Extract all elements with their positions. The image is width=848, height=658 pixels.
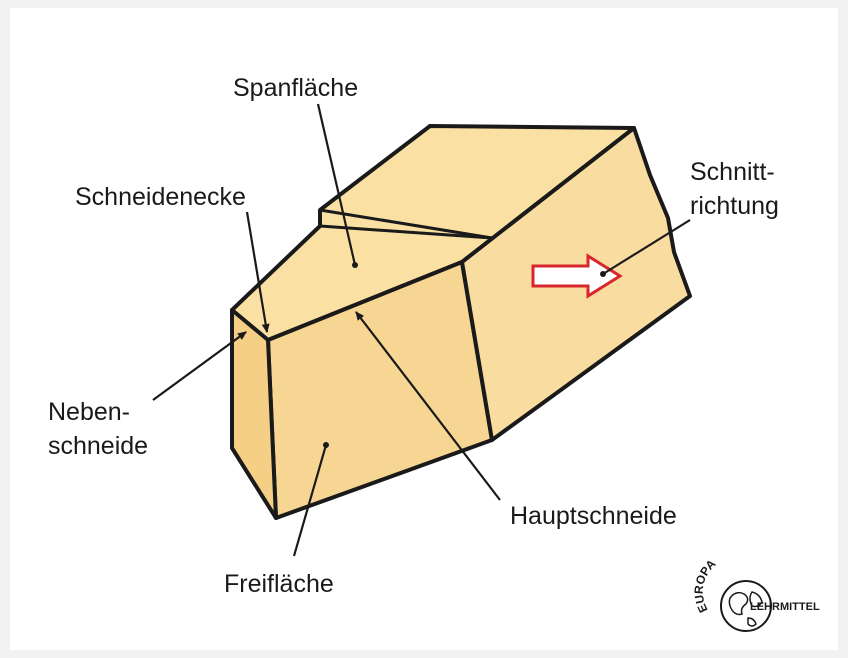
- label-schneidenecke: Schneidenecke: [75, 183, 246, 211]
- leader-spanflaeche: [316, 103, 357, 266]
- label-schnittrichtung-1: Schnitt-: [690, 158, 775, 186]
- dot-spanflaeche: [352, 262, 358, 268]
- label-schnittrichtung-2: richtung: [690, 192, 779, 220]
- tool-body: [230, 124, 692, 520]
- label-spanflaeche: Spanfläche: [233, 74, 358, 102]
- chip-breaker: [318, 208, 493, 240]
- leader-freiflaeche: [292, 444, 328, 557]
- label-freiflaeche: Freifläche: [224, 570, 334, 598]
- leader-dots: [323, 262, 606, 448]
- leader-nebenschneide: [152, 331, 247, 401]
- logo-bottom-text: LEHRMITTEL: [750, 601, 820, 613]
- dot-freiflaeche: [323, 442, 329, 448]
- dot-schnittrichtung: [600, 271, 606, 277]
- leader-hauptschneide: [355, 311, 501, 501]
- aux-flank-face: [230, 308, 278, 520]
- leader-schnittrichtung: [602, 219, 691, 275]
- cutting-direction-arrow: [531, 253, 623, 299]
- globe-icon: [720, 580, 772, 632]
- globe-continents: [728, 591, 763, 627]
- europa-lehrmittel-logo: EUROPA LEHRMITTEL: [692, 556, 820, 632]
- logo-top-text: EUROPA: [692, 556, 719, 615]
- diagram-canvas: Spanfläche Schneidenecke Schnitt- richtu…: [10, 8, 838, 650]
- label-nebenschneide-1: Neben-: [48, 398, 130, 426]
- label-hauptschneide: Hauptschneide: [510, 502, 677, 530]
- leader-lines: [152, 103, 691, 557]
- label-nebenschneide-2: schneide: [48, 432, 148, 460]
- leader-schneidenecke: [245, 211, 270, 333]
